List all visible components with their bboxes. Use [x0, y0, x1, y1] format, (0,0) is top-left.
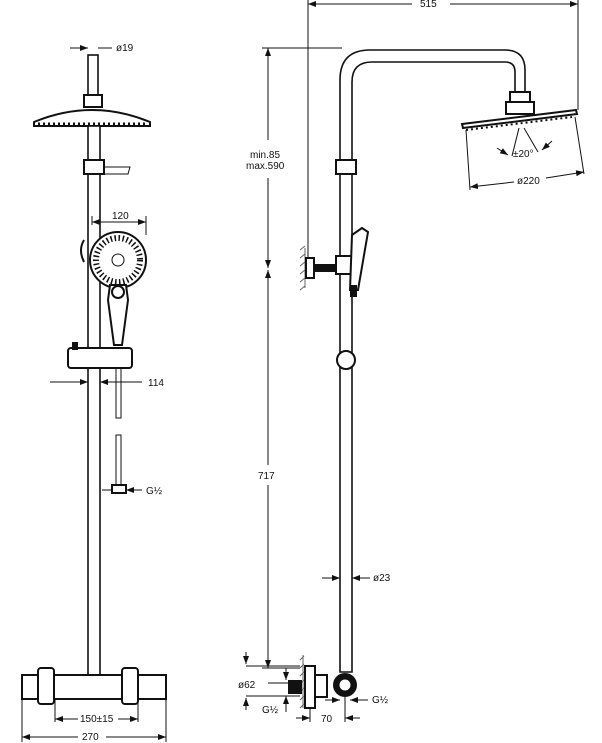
- riser-clamp: [335, 159, 357, 175]
- dim-total-width: 270: [82, 732, 99, 743]
- hose-lower: [115, 434, 122, 486]
- temperature-handle: [37, 667, 55, 705]
- slider: [67, 347, 133, 369]
- tilt-arrow: [541, 140, 553, 151]
- dim-height-adjust-min: min.85: [250, 150, 280, 161]
- connector-nut: [314, 674, 328, 698]
- dim-ext: [574, 116, 585, 175]
- riser-clamp: [83, 159, 105, 175]
- tilt-arrow: [496, 147, 509, 156]
- dim-line: [545, 170, 585, 179]
- mode-button: [111, 285, 125, 299]
- hand-shower-nozzles: [93, 235, 143, 285]
- dim-head-tilt: ±20°: [513, 149, 534, 160]
- eccentric-union: [288, 680, 302, 694]
- slider-knob: [336, 350, 356, 370]
- dim-top-pipe-diameter: ø19: [116, 43, 134, 54]
- head-arm-pipe: [87, 54, 99, 96]
- hand-shower-side: [348, 226, 370, 291]
- hand-shower-handle: [106, 284, 130, 346]
- dim-riser-diameter: ø23: [373, 573, 391, 584]
- dim-inlet-spacing: 150±15: [80, 714, 114, 725]
- head-connector: [83, 94, 103, 108]
- dim-slider-offset: 114: [148, 378, 164, 389]
- side-view: 515 ±20° ø220 min.85 max.590: [238, 0, 585, 725]
- hose-connector: [350, 285, 357, 297]
- hand-shower-center: [111, 253, 125, 267]
- dim-height-adjust-max: max.590: [246, 161, 285, 172]
- shower-head: [460, 108, 579, 130]
- riser-pipe: [87, 125, 101, 677]
- dim-hand-shower-width: 120: [112, 211, 129, 222]
- ball-joint: [505, 101, 535, 115]
- dim-ext: [465, 129, 471, 191]
- riser-with-head-arm: [339, 49, 526, 673]
- slider-knob: [72, 342, 78, 350]
- hand-shower-holder: [80, 239, 85, 263]
- valve-outlet: [338, 678, 352, 692]
- dim-line: [469, 181, 515, 190]
- tilt-line: [523, 127, 539, 153]
- wall-hatch: [299, 245, 306, 291]
- dim-wall-offset: 70: [321, 714, 333, 725]
- dim-head-diameter: ø220: [517, 176, 540, 187]
- dim-total-projection: 515: [420, 0, 437, 10]
- hose-nut: [111, 484, 127, 494]
- wall-flange: [304, 665, 316, 709]
- wall-bracket-arm: [314, 264, 340, 272]
- tilt-line: [511, 127, 520, 157]
- dim-hose-connection: G½: [146, 486, 163, 497]
- dim-outlet-thread: G½: [372, 695, 389, 706]
- dim-riser-height: 717: [258, 471, 275, 482]
- wall-plate: [305, 257, 315, 279]
- head-connector: [509, 91, 531, 103]
- front-view: ø19 120 114 G½: [21, 43, 167, 743]
- holder-lever: [104, 166, 131, 175]
- dim-eccentric-diameter: ø62: [238, 680, 256, 691]
- shower-head: [33, 109, 151, 127]
- dim-inlet-thread: G½: [262, 705, 279, 716]
- hose-upper: [115, 367, 122, 419]
- flow-handle: [121, 667, 139, 705]
